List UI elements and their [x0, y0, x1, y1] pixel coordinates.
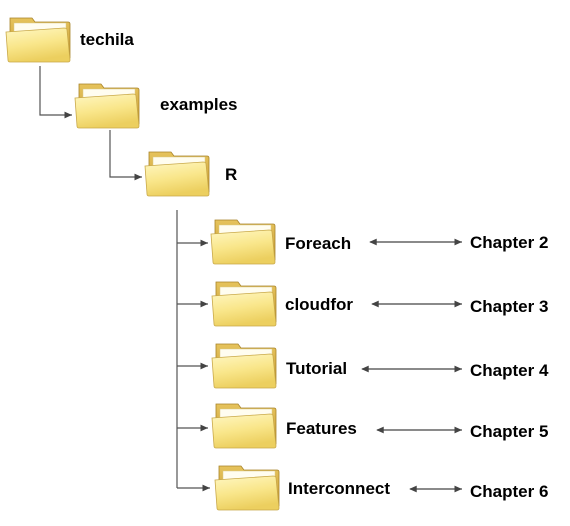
folder-label-foreach: Foreach	[285, 234, 351, 253]
folder-icon	[214, 465, 280, 511]
folder-icon	[211, 403, 277, 449]
chapter-label-2: Chapter 2	[470, 233, 548, 252]
folder-tutorial[interactable]: Tutorial	[211, 343, 347, 389]
folder-cloudfor[interactable]: cloudfor	[211, 281, 353, 327]
folder-label-interconnect: Interconnect	[288, 479, 390, 498]
folder-techila[interactable]: techila	[5, 17, 134, 63]
folder-label-r: R	[225, 165, 237, 184]
chapter-label-5: Chapter 5	[470, 422, 548, 441]
folder-icon	[211, 343, 277, 389]
folder-icon	[210, 219, 276, 265]
chapter-label-4: Chapter 4	[470, 361, 549, 380]
chapter-label-6: Chapter 6	[470, 482, 548, 501]
chapter-label-3: Chapter 3	[470, 297, 548, 316]
folder-icon	[144, 151, 210, 197]
folder-interconnect[interactable]: Interconnect	[214, 465, 390, 511]
folder-label-techila: techila	[80, 30, 134, 49]
folder-features[interactable]: Features	[211, 403, 357, 449]
folder-icon	[211, 281, 277, 327]
folder-icon	[5, 17, 71, 63]
chapter-links	[361, 238, 462, 493]
folder-label-tutorial: Tutorial	[286, 359, 347, 378]
folder-examples[interactable]: examples	[74, 83, 238, 129]
connectors	[39, 66, 210, 492]
connector-techila-examples	[39, 66, 72, 119]
folder-icon	[74, 83, 140, 129]
connector-examples-r	[109, 130, 142, 181]
folder-label-features: Features	[286, 419, 357, 438]
folder-label-examples: examples	[160, 95, 238, 114]
folder-foreach[interactable]: Foreach	[210, 219, 351, 265]
folder-label-cloudfor: cloudfor	[285, 295, 353, 314]
folder-r[interactable]: R	[144, 151, 237, 197]
